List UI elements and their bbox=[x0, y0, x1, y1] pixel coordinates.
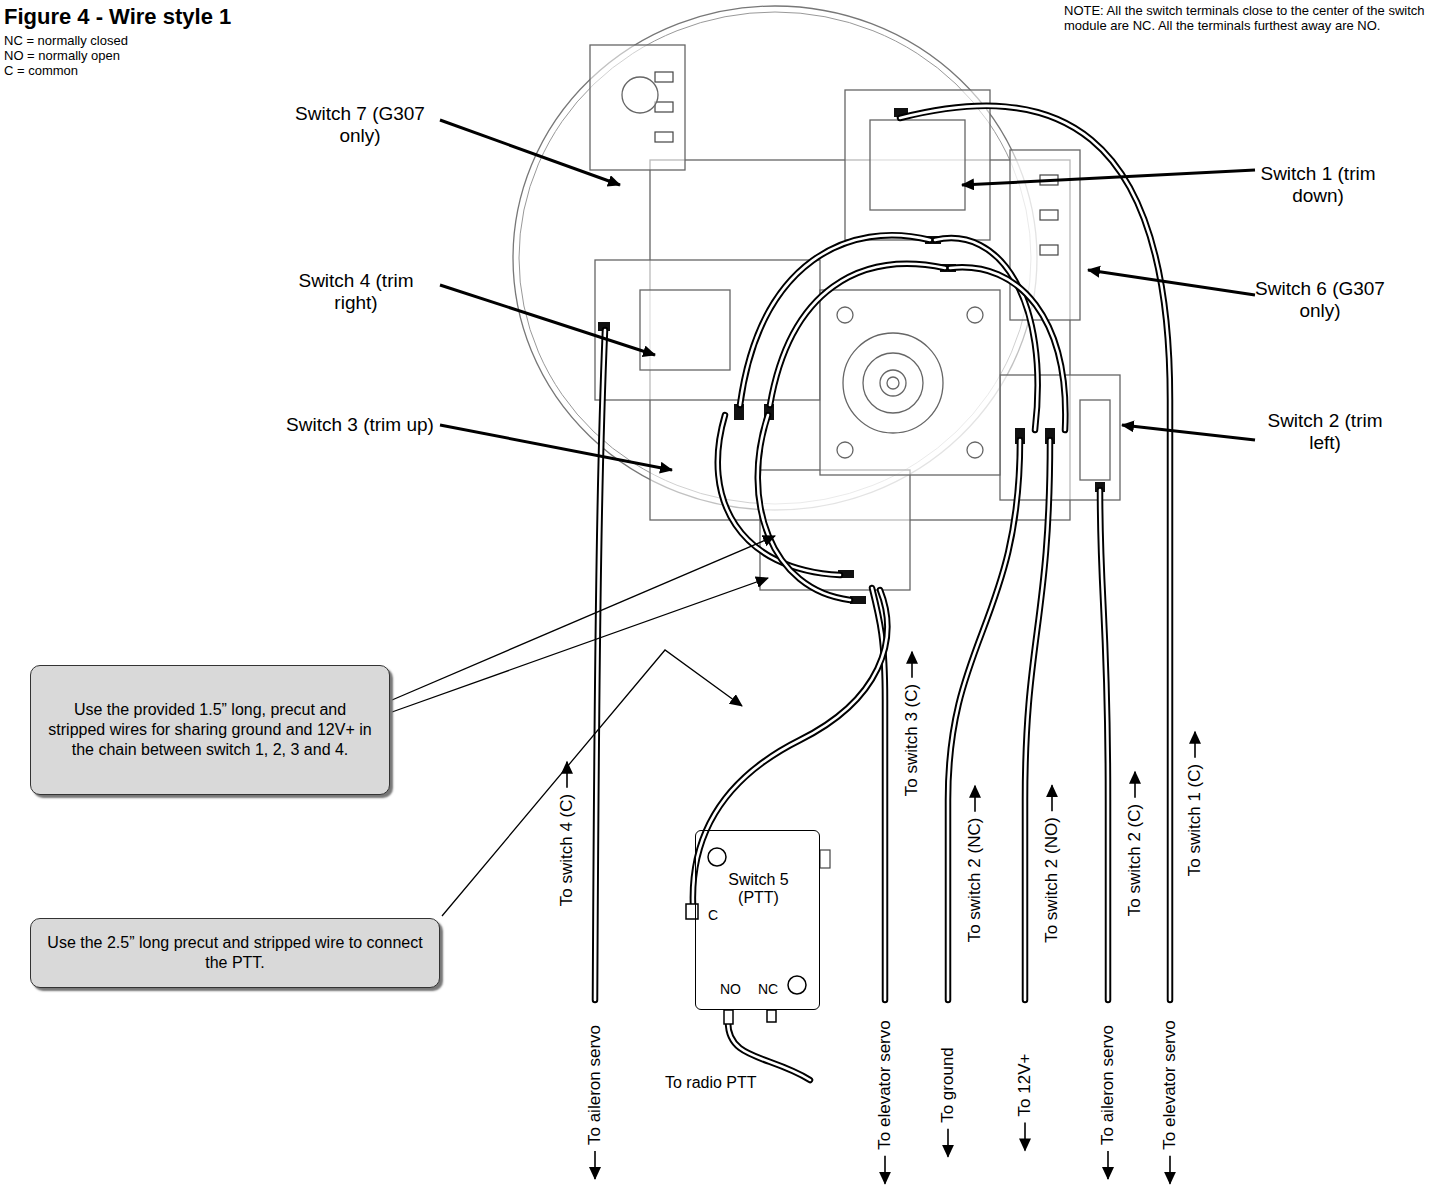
direction-arrow bbox=[1194, 732, 1196, 758]
wire-label: To elevator servo bbox=[875, 1020, 895, 1149]
ptt-switch-details bbox=[686, 848, 830, 1024]
wire-label: To switch 1 (C) bbox=[1185, 764, 1205, 876]
direction-arrow bbox=[911, 652, 913, 678]
switch-label: Switch 3 (trim up) bbox=[285, 414, 435, 436]
direction-arrow bbox=[594, 1151, 596, 1179]
callout-leaders bbox=[392, 536, 775, 916]
terminal-label: C bbox=[708, 907, 718, 923]
direction-arrow bbox=[1169, 1156, 1171, 1184]
wire-label: To switch 4 (C) bbox=[557, 794, 577, 906]
legend-line: C = common bbox=[4, 64, 78, 79]
direction-arrow bbox=[884, 1156, 886, 1184]
wire-label: To switch 3 (C) bbox=[902, 684, 922, 796]
wire-label: To 12V+ bbox=[1015, 1054, 1035, 1117]
wire-label: To switch 2 (NO) bbox=[1042, 817, 1062, 943]
terminal-label: NC bbox=[758, 981, 778, 997]
direction-arrow bbox=[1134, 772, 1136, 798]
legend-line: NC = normally closed bbox=[4, 34, 128, 49]
wire-label: To switch 2 (C) bbox=[1125, 804, 1145, 916]
terminal-label: NO bbox=[720, 981, 741, 997]
direction-arrows bbox=[567, 652, 1195, 1184]
callout-box: Use the provided 1.5” long, precut and s… bbox=[30, 665, 390, 795]
wire-label: To radio PTT bbox=[665, 1074, 757, 1092]
switch-label: Switch 6 (G307 only) bbox=[1245, 278, 1395, 322]
wire-label: To aileron servo bbox=[1098, 1025, 1118, 1145]
wire-label: To elevator servo bbox=[1160, 1020, 1180, 1149]
switch-label: Switch 4 (trim right) bbox=[281, 270, 431, 314]
note-text: NOTE: All the switch terminals close to … bbox=[1064, 4, 1430, 34]
legend-line: NO = normally open bbox=[4, 49, 120, 64]
direction-arrow bbox=[1024, 1122, 1026, 1150]
module-housing bbox=[513, 6, 1120, 604]
wire-label: To aileron servo bbox=[585, 1025, 605, 1145]
switch-label: Switch 1 (trim down) bbox=[1243, 163, 1393, 207]
direction-arrow bbox=[947, 1129, 949, 1157]
figure-title: Figure 4 - Wire style 1 bbox=[4, 4, 231, 29]
ptt-switch: Switch 5 (PTT)C NO NC bbox=[695, 830, 820, 1010]
switch-name: Switch 5 (PTT) bbox=[716, 871, 801, 908]
direction-arrow bbox=[566, 762, 568, 788]
wire-label: To switch 2 (NC) bbox=[965, 818, 985, 943]
direction-arrow bbox=[1051, 785, 1053, 811]
wire-label: To ground bbox=[938, 1047, 958, 1123]
direction-arrow bbox=[974, 786, 976, 812]
pointer-arrows bbox=[440, 120, 1255, 470]
switch-label: Switch 2 (trim left) bbox=[1250, 410, 1400, 454]
callout-box: Use the 2.5” long precut and stripped wi… bbox=[30, 918, 440, 988]
callout-text: Use the 2.5” long precut and stripped wi… bbox=[47, 933, 423, 973]
direction-arrow bbox=[1107, 1151, 1109, 1179]
wires bbox=[595, 106, 1170, 1080]
switch-label: Switch 7 (G307 only) bbox=[285, 103, 435, 147]
callout-text: Use the provided 1.5” long, precut and s… bbox=[47, 700, 373, 760]
